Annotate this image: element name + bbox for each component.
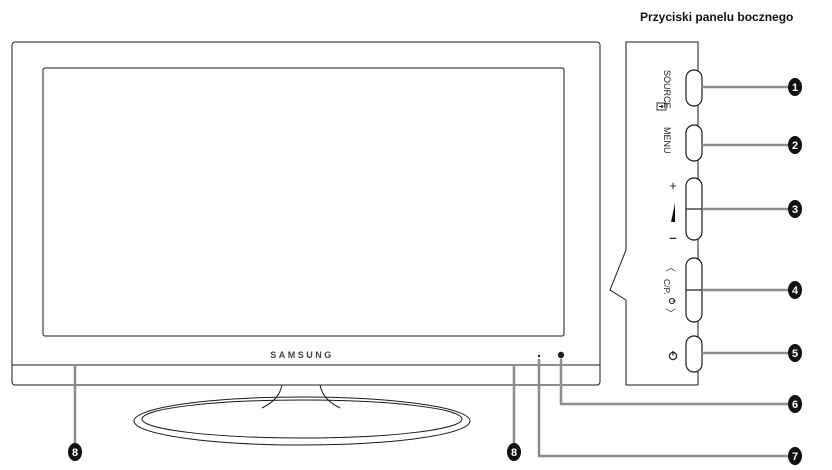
volume-plus-label: + xyxy=(669,178,677,193)
power-icon xyxy=(668,351,678,361)
tv-screen xyxy=(42,67,565,337)
callout-badge-shape xyxy=(788,281,802,299)
power-button[interactable] xyxy=(685,335,703,373)
power-led-icon xyxy=(537,354,541,358)
input-source-icon xyxy=(656,102,667,111)
tv-set xyxy=(11,41,601,446)
tv-bezel xyxy=(11,41,601,386)
menu-button[interactable] xyxy=(685,124,703,162)
callout-badge-shape xyxy=(788,395,802,413)
callout-number: 2 xyxy=(792,140,798,152)
side-panel-callout xyxy=(609,41,699,386)
callout-badge-1: 1 xyxy=(788,78,802,96)
remote-sensor-icon xyxy=(557,351,565,359)
stand-base-inner xyxy=(141,399,463,439)
callout-number: 8 xyxy=(511,447,517,459)
source-button[interactable] xyxy=(685,69,703,107)
channel-down-arrow: 〉 xyxy=(664,308,676,318)
callout-badge-shape xyxy=(507,443,521,461)
source-label: SOURCE xyxy=(662,70,672,109)
brand-logo: SAMSUNG xyxy=(270,350,334,360)
callout-number: 4 xyxy=(792,285,799,297)
callout-badge-8a: 8 xyxy=(68,443,82,461)
callout-badge-6: 6 xyxy=(788,395,802,413)
callout-badge-5: 5 xyxy=(788,344,802,362)
channel-up-arrow: 〈 xyxy=(664,262,676,272)
volume-minus-label: – xyxy=(669,230,676,245)
stand-neck-left xyxy=(261,384,283,409)
callout-badge-3: 3 xyxy=(788,200,802,218)
diagram-title: Przyciski panelu bocznego xyxy=(640,10,794,24)
channel-label: C/P. xyxy=(662,279,672,294)
callout-badge-2: 2 xyxy=(788,136,802,154)
stand-base-outer xyxy=(133,396,471,446)
leader-line-6 xyxy=(559,359,789,406)
callout-badge-shape xyxy=(68,443,82,461)
volume-wedge-icon xyxy=(671,203,675,222)
callout-number: 5 xyxy=(792,348,798,360)
menu-label: MENU xyxy=(662,127,672,154)
callout-number: 8 xyxy=(72,447,78,459)
callout-badge-shape xyxy=(788,447,802,465)
stand-neck-right xyxy=(319,384,341,409)
callout-number: 1 xyxy=(792,82,798,94)
channel-power-icon xyxy=(668,297,676,305)
callout-badge-4: 4 xyxy=(788,281,802,299)
callout-badge-7: 7 xyxy=(788,447,802,465)
callout-number: 6 xyxy=(792,399,798,411)
callout-badge-shape xyxy=(788,78,802,96)
callout-number: 7 xyxy=(792,451,798,463)
callout-badge-shape xyxy=(788,344,802,362)
leader-line-7 xyxy=(537,359,789,458)
callout-badge-shape xyxy=(788,136,802,154)
callout-badge-8b: 8 xyxy=(507,443,521,461)
callout-number: 3 xyxy=(792,204,798,216)
callout-badge-shape xyxy=(788,200,802,218)
